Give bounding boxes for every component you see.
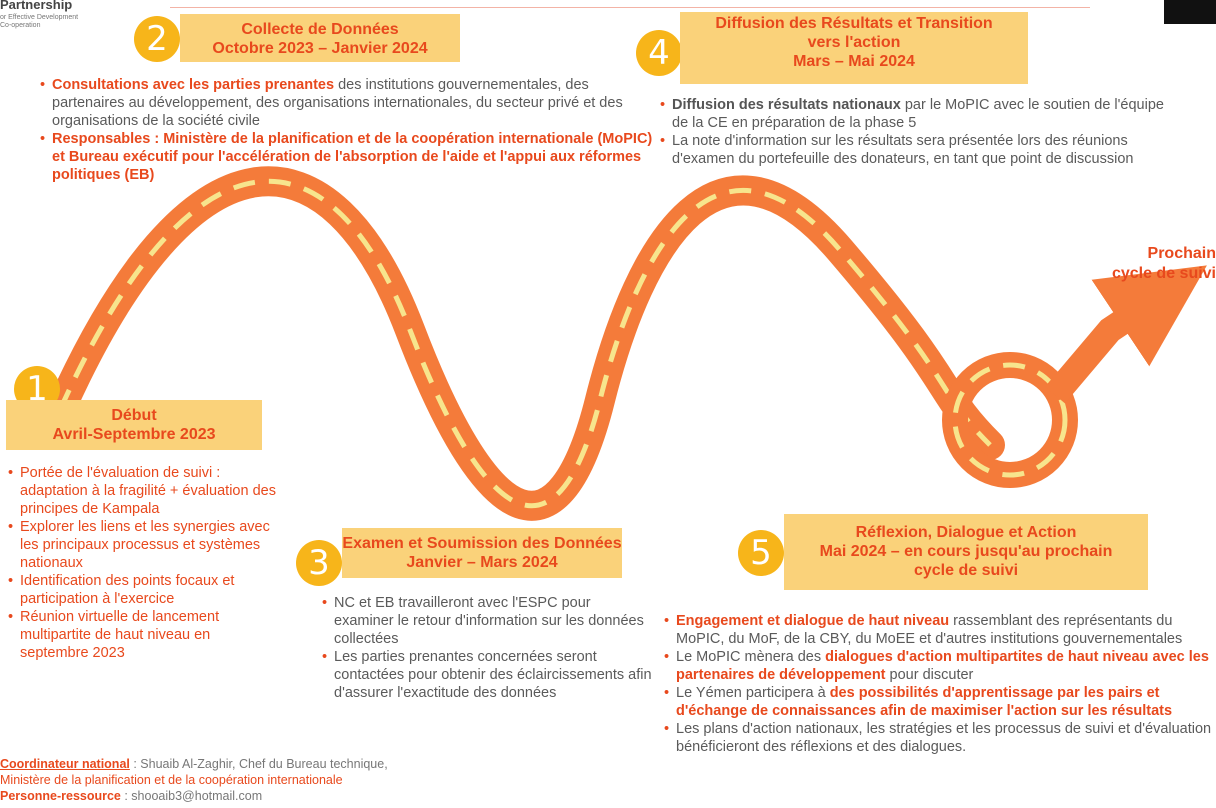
stage-1-bullets: Portée de l'évaluation de suivi : adapta… <box>8 464 278 662</box>
stage-4-period: Mars – Mai 2024 <box>793 53 915 70</box>
stage-2-bullet: Consultations avec les parties prenantes… <box>40 76 656 130</box>
stage-4-label: Diffusion des Résultats et Transition ve… <box>680 12 1028 84</box>
next-cycle-label: Prochain cycle de suivi <box>1080 244 1216 284</box>
next-cycle-line1: Prochain <box>1147 245 1216 262</box>
stage-1-label: Début Avril-Septembre 2023 <box>6 400 262 450</box>
stage-4-title-line2: vers l'action <box>807 34 901 51</box>
contact-person-line: Personne-ressource : shooaib3@hotmail.co… <box>0 789 263 803</box>
stage-1-title: Début <box>111 407 157 424</box>
stage-3-number: 3 <box>296 540 342 586</box>
road-main <box>45 166 1005 521</box>
stage-5-number: 5 <box>738 530 784 576</box>
stage-3-period: Janvier – Mars 2024 <box>406 554 558 571</box>
contact-block: Coordinateur national : Shuaib Al-Zaghir… <box>0 756 388 804</box>
stage-3-bullets: NC et EB travailleront avec l'ESPC pour … <box>322 594 652 702</box>
stage-4-title: Diffusion des Résultats et Transition <box>715 15 993 32</box>
stage-5-period: Mai 2024 – en cours jusqu'au prochain <box>819 543 1113 560</box>
stage-5-label: Réflexion, Dialogue et Action Mai 2024 –… <box>784 514 1148 590</box>
stage-5-title: Réflexion, Dialogue et Action <box>855 524 1077 541</box>
stage-4-bullet: La note d'information sur les résultats … <box>660 132 1170 168</box>
stage-3-bullet: NC et EB travailleront avec l'ESPC pour … <box>322 594 652 648</box>
stage-4-bullet: Diffusion des résultats nationaux par le… <box>660 96 1170 132</box>
road-loop-dashes <box>952 362 1068 478</box>
stage-5-bullets: Engagement et dialogue de haut niveau ra… <box>664 612 1212 756</box>
stage-4-number: 4 <box>636 30 682 76</box>
corner-image <box>1164 0 1216 24</box>
stage-1-bullet: Explorer les liens et les synergies avec… <box>8 518 278 572</box>
stage-5-bullet: Le Yémen participera à des possibilités … <box>664 684 1212 720</box>
next-cycle-line2: cycle de suivi <box>1111 265 1216 282</box>
stage-5-bullet: Les plans d'action nationaux, les straté… <box>664 720 1212 756</box>
stage-4-bullets: Diffusion des résultats nationaux par le… <box>660 96 1170 168</box>
logo-subtitle-line2: Co-operation <box>0 22 41 29</box>
stage-5-period-line2: cycle de suivi <box>913 562 1019 579</box>
stage-2-bullets: Consultations avec les parties prenantes… <box>40 76 656 184</box>
stage-1-bullet: Portée de l'évaluation de suivi : adapta… <box>8 464 278 518</box>
stage-5-bullet: Le MoPIC mènera des dialogues d'action m… <box>664 648 1212 684</box>
stage-1-period: Avril-Septembre 2023 <box>52 426 216 443</box>
stage-2-label: Collecte de Données Octobre 2023 – Janvi… <box>180 14 460 62</box>
stage-2-period: Octobre 2023 – Janvier 2024 <box>212 40 428 57</box>
stage-5-bullet: Engagement et dialogue de haut niveau ra… <box>664 612 1212 648</box>
stage-3-title: Examen et Soumission des Données <box>342 535 622 552</box>
stage-3-label: Examen et Soumission des Données Janvier… <box>342 528 622 578</box>
logo-title: Partnership <box>0 0 73 12</box>
stage-3-bullet: Les parties prenantes concernées seront … <box>322 648 652 702</box>
top-border <box>170 0 1090 8</box>
stage-2-title: Collecte de Données <box>241 21 399 38</box>
road-exit-arrow <box>1045 265 1207 404</box>
stage-1-bullet: Identification des points focaux et part… <box>8 572 278 608</box>
stage-2-number: 2 <box>134 16 180 62</box>
coordinator-line: Coordinateur national : Shuaib Al-Zaghir… <box>0 757 388 771</box>
logo-subtitle-line1: or Effective Development <box>0 14 79 21</box>
stage-1-bullet: Réunion virtuelle de lancement multipart… <box>8 608 278 662</box>
coordinator-line2: Ministère de la planification et de la c… <box>0 773 343 787</box>
road-main-dashes <box>57 178 992 509</box>
stage-2-bullet: Responsables : Ministère de la planifica… <box>40 130 656 184</box>
